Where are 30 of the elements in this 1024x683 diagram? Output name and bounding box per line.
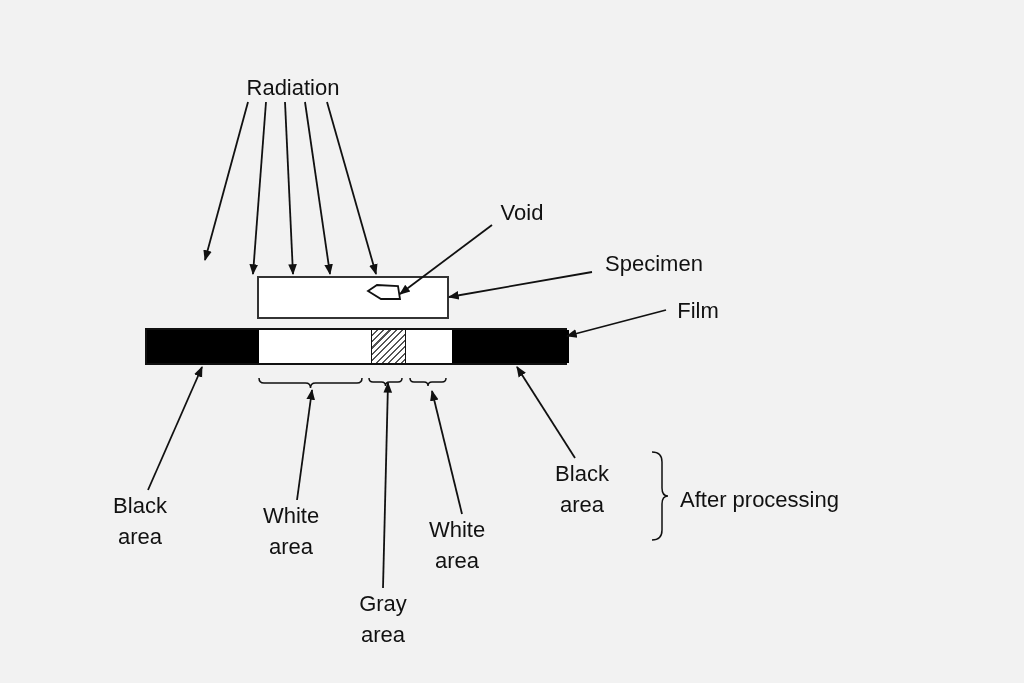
arrow xyxy=(304,101,333,276)
arrow xyxy=(203,101,249,262)
unexposed-film-region xyxy=(406,330,452,363)
unexposed-film-region xyxy=(259,330,371,363)
hatched-film-region xyxy=(371,330,406,363)
callout-label: Black area xyxy=(554,460,610,519)
callout-label: Void xyxy=(500,199,544,225)
callout-label: Film xyxy=(677,297,719,323)
void-shape xyxy=(367,284,401,300)
exposed-film-region xyxy=(452,330,569,363)
callout-label: Specimen xyxy=(605,250,703,276)
arrow xyxy=(326,101,378,276)
arrow xyxy=(284,101,297,276)
exposed-film-region xyxy=(147,330,259,363)
arrow xyxy=(565,309,667,338)
arrow xyxy=(147,366,203,491)
arrow xyxy=(249,101,267,276)
arrow xyxy=(296,388,315,501)
callout-label: Gray area xyxy=(358,590,408,649)
arrow xyxy=(382,381,393,589)
callout-label: White area xyxy=(261,502,321,561)
arrow xyxy=(516,366,576,459)
annotation-text: After processing xyxy=(680,486,839,514)
specimen-block xyxy=(257,276,449,319)
film-strip xyxy=(145,328,567,365)
arrow xyxy=(399,224,493,295)
arrow xyxy=(430,389,463,515)
callout-label: Radiation xyxy=(246,74,340,102)
callout-label: Black area xyxy=(112,492,168,551)
callout-label: White area xyxy=(427,516,487,575)
